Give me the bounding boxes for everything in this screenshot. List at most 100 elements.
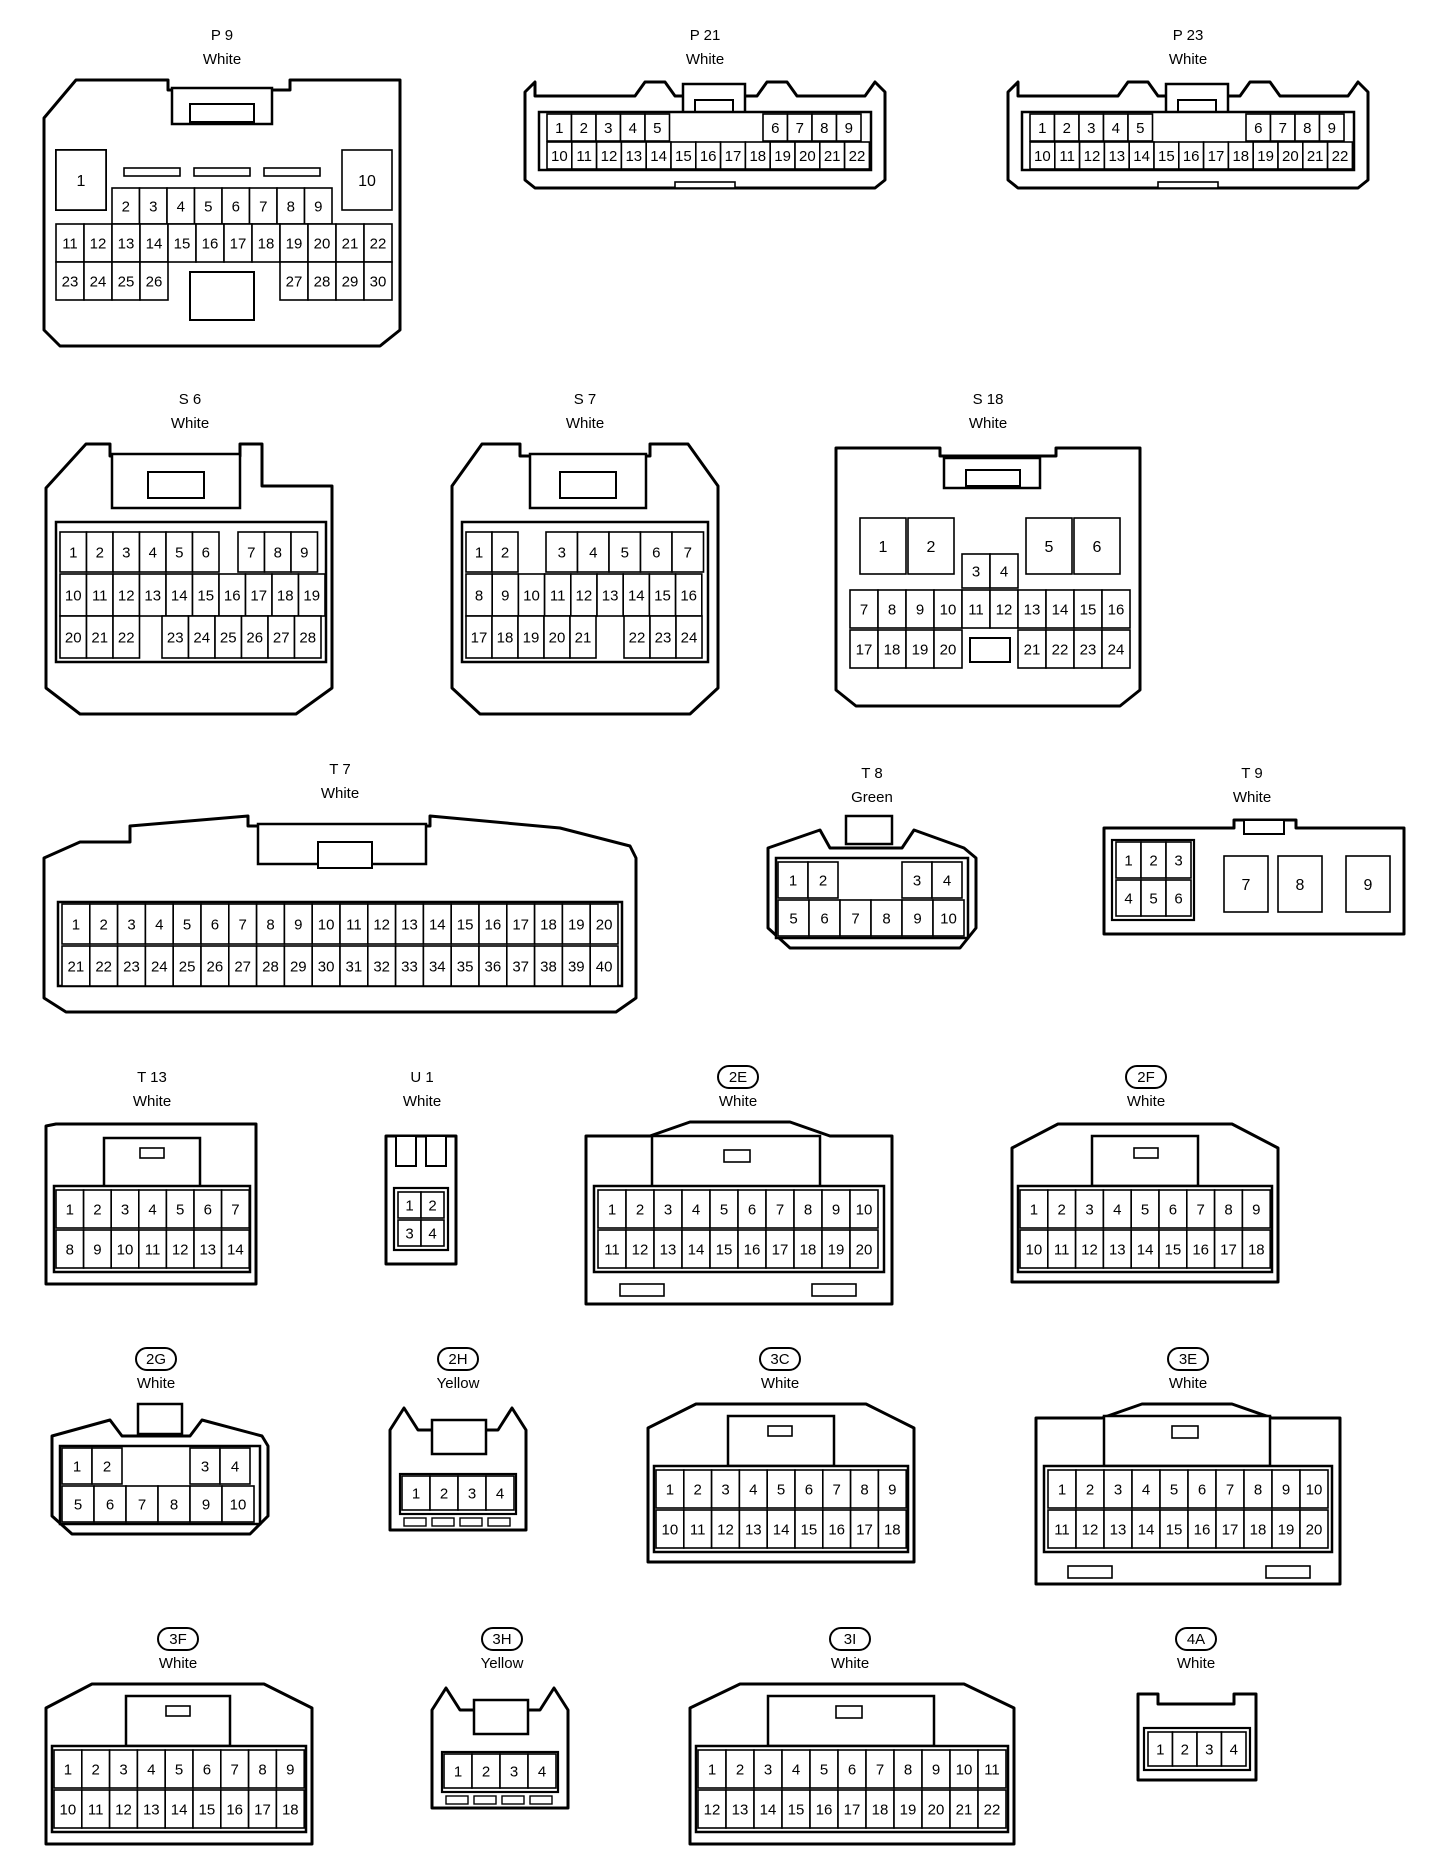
- pin-cavity: [793, 1229, 823, 1269]
- pin-cavity: [1243, 1469, 1273, 1509]
- pin-cavity: [240, 615, 269, 659]
- pin-number: 9: [1282, 1481, 1290, 1498]
- pin-number: 11: [984, 1761, 1000, 1778]
- pin-cavity: [533, 903, 564, 945]
- pin-cavity: [543, 615, 571, 659]
- connector-color: White: [969, 415, 1007, 432]
- pin-cavity: [187, 615, 216, 659]
- pin-number: 1: [666, 1481, 674, 1498]
- latch: [189, 103, 255, 123]
- pin-number: 12: [118, 587, 135, 604]
- pin-number: 5: [176, 1201, 184, 1218]
- pin-number: 7: [1197, 1201, 1205, 1218]
- pin-cavity: [164, 1749, 194, 1789]
- pin-number: 8: [274, 544, 282, 561]
- pin-cavity: [165, 1229, 195, 1269]
- pin-number: 25: [179, 958, 196, 975]
- pin-cavity: [297, 573, 326, 617]
- pin-number: 14: [650, 148, 667, 165]
- pin-cavity: [1241, 1229, 1272, 1269]
- pin-cavity: [220, 1749, 250, 1789]
- pin-number: 19: [1278, 1521, 1295, 1538]
- pin-number: 5: [720, 1201, 728, 1218]
- pin-number: 17: [1220, 1241, 1237, 1258]
- pin-number: 24: [193, 629, 210, 646]
- pin-cavity: [1269, 113, 1296, 142]
- pin-cavity: [901, 899, 934, 937]
- pin-cavity: [870, 899, 903, 937]
- pin-cavity: [931, 861, 963, 899]
- pin-number: 3: [127, 916, 135, 933]
- pin-number: 1: [789, 872, 797, 889]
- pin-number: 19: [828, 1241, 845, 1258]
- pin-number: 11: [62, 235, 78, 252]
- connector-badge: [1175, 1627, 1217, 1651]
- pin-number: 16: [224, 587, 241, 604]
- pin-number: 15: [716, 1241, 733, 1258]
- pin-number: 12: [717, 1521, 734, 1538]
- pin-number: 5: [1141, 1201, 1149, 1218]
- pin-number: 17: [856, 1521, 873, 1538]
- pin-number: 18: [277, 587, 294, 604]
- pin-number: 11: [1054, 1241, 1070, 1258]
- pin-cavity: [293, 615, 322, 659]
- pin-cavity: [491, 573, 520, 617]
- keyway: [473, 1795, 497, 1805]
- pin-number: 14: [1052, 601, 1069, 618]
- pin-number: 10: [940, 910, 957, 927]
- pin-number: 29: [290, 958, 307, 975]
- pin-cavity: [1017, 629, 1047, 669]
- latch: [965, 469, 1021, 487]
- pin-number: 6: [1198, 1481, 1206, 1498]
- pin-number: 18: [800, 1241, 817, 1258]
- pin-cavity: [989, 589, 1019, 629]
- latch: [395, 1135, 417, 1167]
- pin-cavity: [821, 1509, 852, 1549]
- pin-cavity: [1131, 1509, 1161, 1549]
- pin-number: 4: [155, 916, 163, 933]
- pin-number: 3: [119, 1761, 127, 1778]
- pin-number: 7: [1226, 1481, 1234, 1498]
- pin-number: 1: [879, 539, 888, 556]
- latch: [136, 1402, 184, 1436]
- pin-number: 4: [792, 1761, 800, 1778]
- pin-cavity: [275, 1789, 305, 1829]
- pin-cavity: [303, 187, 333, 225]
- pin-cavity: [1053, 113, 1080, 142]
- pin-number: 12: [1082, 1521, 1099, 1538]
- latch: [1243, 819, 1285, 835]
- pin-cavity: [220, 1229, 251, 1269]
- pin-cavity: [694, 141, 722, 170]
- pin-number: 2: [694, 1481, 702, 1498]
- pin-cavity: [623, 615, 651, 659]
- pin-cavity: [1196, 1731, 1223, 1767]
- pin-number: 17: [725, 148, 742, 165]
- pin-number: 3: [1174, 852, 1182, 869]
- pin-number: 19: [523, 629, 540, 646]
- pin-number: 10: [523, 587, 540, 604]
- pin-number: 2: [501, 544, 509, 561]
- connector-badge: [1167, 1347, 1209, 1371]
- pin-cavity: [949, 1749, 979, 1789]
- pin-number: 11: [346, 916, 362, 933]
- pin-number: 3: [122, 544, 130, 561]
- pin-cavity: [220, 1789, 250, 1829]
- pin-cavity: [192, 1789, 222, 1829]
- pin-number: 10: [956, 1761, 973, 1778]
- pin-number: 11: [968, 601, 984, 618]
- pin-number: 19: [1257, 148, 1274, 165]
- pin-cavity: [366, 945, 397, 987]
- pin-number: 4: [149, 544, 157, 561]
- pin-number: 17: [1208, 148, 1225, 165]
- pin-number: 24: [151, 958, 168, 975]
- pin-number: 15: [675, 148, 692, 165]
- pin-number: 8: [1296, 877, 1305, 894]
- pin-number: 1: [77, 173, 86, 190]
- pin-number: 24: [681, 629, 698, 646]
- pin-number: 17: [844, 1801, 861, 1818]
- pin-number: 1: [555, 120, 563, 137]
- pin-cavity: [877, 1509, 908, 1549]
- pin-cavity: [1345, 855, 1391, 913]
- pin-cavity: [478, 945, 508, 987]
- pin-cavity: [275, 1749, 305, 1789]
